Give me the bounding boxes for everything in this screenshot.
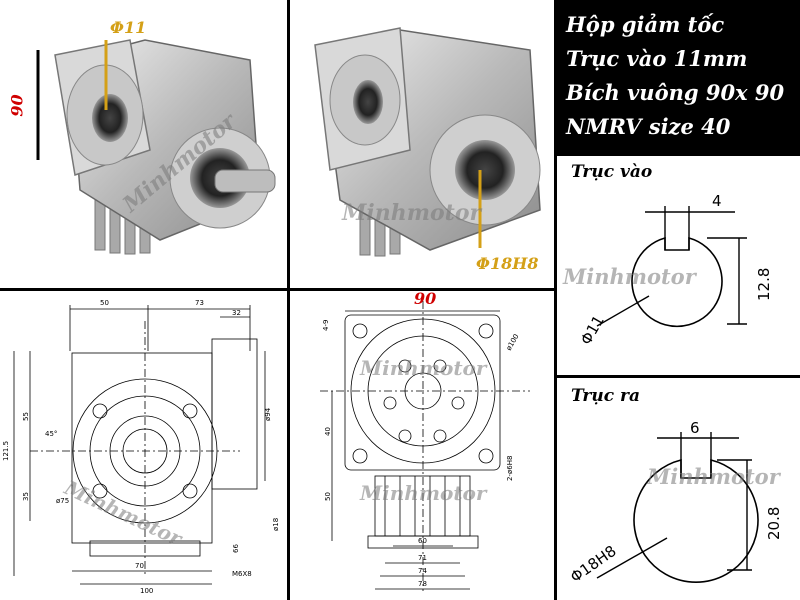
- divider-right-2: [556, 375, 800, 378]
- output-key-height: 20.8: [765, 507, 783, 540]
- dim-angle-45: 45°: [45, 430, 57, 438]
- dim-dia-94: ø94: [264, 407, 272, 421]
- divider-top-2: [554, 0, 557, 600]
- gearbox-side-illustration: [36, 39, 276, 255]
- dim-left-55: 55: [22, 412, 30, 421]
- title-line-2: Trục vào 11mm: [566, 46, 748, 71]
- dim-left-121-5: 121.5: [2, 441, 10, 461]
- output-shaft-title: Trục ra: [571, 386, 640, 406]
- gearbox-front-illustration: [314, 27, 541, 257]
- input-shaft-diameter: Φ11: [577, 312, 608, 348]
- output-shaft-section: 6 20.8 Φ18H8: [567, 419, 783, 586]
- input-shaft-title: Trục vào: [571, 162, 653, 182]
- input-key-height: 12.8: [755, 268, 773, 301]
- divider-horizontal-left: [0, 288, 556, 291]
- title-line-3: Bích vuông 90x 90: [566, 80, 785, 105]
- dim-dia-18: ø18: [272, 518, 280, 531]
- dim-2-dia-6h8: 2-ø6H8: [506, 456, 514, 481]
- output-shaft-panel: Trục ra 6 20.8 Φ18H8 Minhmotor: [557, 378, 800, 600]
- dim-left-40: 40: [324, 427, 332, 436]
- dim-dia-100: ø100: [505, 333, 521, 352]
- dim-left-50: 50: [324, 492, 332, 501]
- dim-dia-75: ø75: [56, 497, 69, 505]
- dim-bottom-78: 78: [418, 580, 427, 588]
- dim-66: 66: [232, 544, 240, 553]
- input-shaft-label: Φ11: [110, 18, 147, 37]
- output-hole-label: Φ18H8: [476, 254, 539, 273]
- front-width-label: 90: [414, 291, 437, 308]
- input-shaft-section: 4 12.8 Φ11: [577, 192, 773, 348]
- dim-top-50: 50: [100, 299, 109, 307]
- dim-bottom-74: 74: [418, 567, 427, 575]
- front-view-drawing: 4-9 40 50 60 71 74 78 ø100 2-ø6H8 90 Min…: [290, 291, 554, 600]
- dim-left-35: 35: [22, 492, 30, 501]
- dim-bottom-60: 60: [418, 537, 427, 545]
- height-label: 90: [7, 94, 27, 117]
- divider-right-1: [556, 153, 800, 156]
- title-line-4: NMRV size 40: [566, 114, 731, 139]
- front-view-svg: 4-9 40 50 60 71 74 78 ø100 2-ø6H8: [320, 301, 530, 591]
- gearbox-photo-front: Φ18H8 Minhmotor: [290, 0, 554, 288]
- dim-bottom-100: 100: [140, 587, 153, 595]
- dim-4-9: 4-9: [322, 320, 330, 331]
- gearbox-photo-side: Φ11 90 Minhmotor: [0, 0, 287, 288]
- watermark: Minhmotor: [647, 464, 780, 489]
- dim-bottom-71: 71: [418, 554, 427, 562]
- dim-m6x8: M6X8: [232, 570, 252, 578]
- title-box: Hộp giảm tốc Trục vào 11mm Bích vuông 90…: [556, 0, 800, 154]
- dim-top-73: 73: [195, 299, 204, 307]
- output-key-width: 6: [690, 419, 700, 437]
- dim-top-32: 32: [232, 309, 241, 317]
- divider-top-1: [287, 0, 290, 290]
- watermark: Minhmotor: [342, 200, 482, 226]
- watermark: Minhmotor: [360, 356, 487, 380]
- watermark: Minhmotor: [360, 481, 487, 505]
- input-shaft-panel: Trục vào 4 12.8 Φ11 Minhmotor: [557, 156, 800, 375]
- side-view-drawing: 50 73 32 121.5 55 35 70 100 ø75 ø94 ø18 …: [0, 291, 287, 600]
- input-key-width: 4: [712, 192, 722, 210]
- dim-bottom-70: 70: [135, 562, 144, 570]
- divider-mid-bottom: [287, 288, 290, 600]
- output-shaft-diameter: Φ18H8: [567, 542, 620, 586]
- side-view-svg: 50 73 32 121.5 55 35 70 100 ø75 ø94 ø18 …: [2, 299, 280, 595]
- title-line-1: Hộp giảm tốc: [566, 12, 725, 37]
- watermark: Minhmotor: [563, 264, 696, 289]
